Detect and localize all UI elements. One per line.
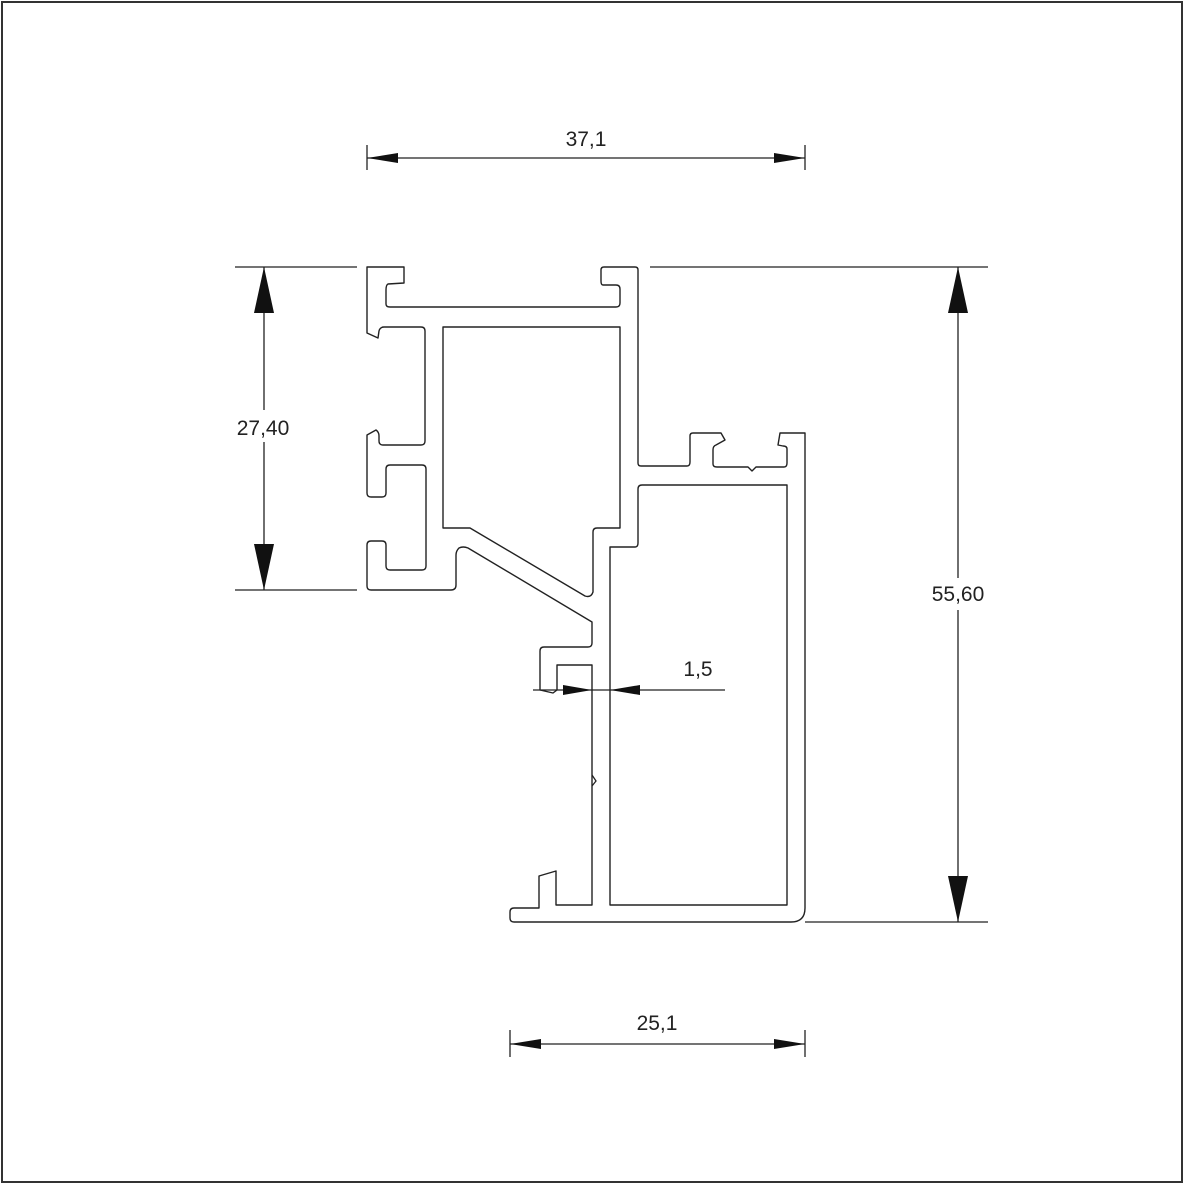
arrow-down-icon — [254, 544, 274, 590]
aluminium-profile — [366, 266, 806, 923]
dimension-left-height: 27,40 — [235, 266, 357, 591]
profile-upper-chamber — [442, 326, 621, 598]
arrow-up-icon — [948, 267, 968, 313]
arrow-right-icon — [774, 153, 805, 163]
dimension-label-top: 37,1 — [566, 128, 607, 151]
profile-notch-mark — [591, 774, 597, 787]
dimension-right-height: 55,60 — [650, 266, 988, 923]
arrow-left-icon — [610, 685, 640, 695]
arrow-down-icon — [948, 876, 968, 922]
dimension-wall-thickness: 1,5 — [533, 658, 725, 695]
arrow-right-icon — [563, 685, 592, 695]
arrow-left-icon — [367, 153, 398, 163]
dimension-label-bottom: 25,1 — [637, 1012, 678, 1035]
arrow-left-icon — [510, 1039, 541, 1049]
dimension-label-right: 55,60 — [932, 583, 985, 606]
dimension-label-left: 27,40 — [237, 417, 290, 440]
dimension-top-width: 37,1 — [366, 128, 806, 170]
profile-main-chamber — [609, 484, 788, 906]
arrow-right-icon — [774, 1039, 805, 1049]
dimension-bottom-width: 25,1 — [509, 1012, 806, 1057]
arrow-up-icon — [254, 267, 274, 313]
dimension-label-wall: 1,5 — [683, 658, 712, 681]
